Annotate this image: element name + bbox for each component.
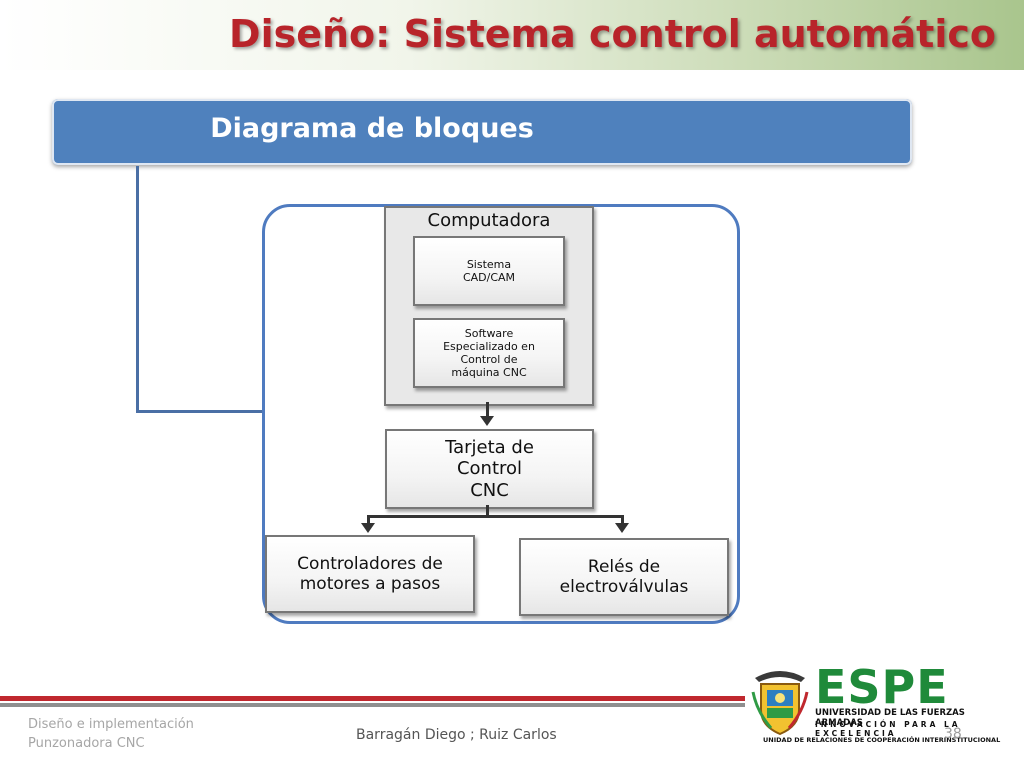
branch-left — [367, 515, 370, 525]
relays-block: Relés de electroválvulas — [519, 538, 729, 616]
footer-course: Diseño e implementación Punzonadora CNC — [28, 716, 194, 754]
coat-of-arms-icon — [751, 671, 809, 736]
logo-line1: UNIVERSIDAD DE LAS FUERZAS ARMADAS — [815, 708, 965, 728]
footer-course-line2: Punzonadora CNC — [28, 735, 145, 751]
branch-bar — [367, 515, 624, 518]
section-title: Diagrama de bloques — [210, 113, 534, 144]
computer-label: Computadora — [427, 210, 551, 231]
branch-stem — [486, 505, 489, 517]
header-band — [0, 0, 1024, 70]
software-block: Software Especializado en Control de máq… — [413, 318, 565, 388]
footer-authors: Barragán Diego ; Ruiz Carlos — [356, 727, 557, 743]
logo-line3: UNIDAD DE RELACIONES DE COOPERACIÓN INTE… — [763, 736, 1001, 744]
footer-course-line1: Diseño e implementación — [28, 717, 194, 732]
section-header-bar: Diagrama de bloques — [52, 99, 912, 165]
arrow-head-icon — [615, 523, 629, 533]
cad-cam-block: Sistema CAD/CAM — [413, 236, 565, 306]
footer-red-line — [0, 696, 745, 701]
logo-wordmark: ESPE — [815, 660, 949, 714]
footer-gray-line — [0, 703, 745, 707]
arrow-head-icon — [480, 416, 494, 426]
control-card-block: Tarjeta de Control CNC — [385, 429, 594, 509]
slide-title: Diseño: Sistema control automático — [229, 12, 996, 56]
espe-logo: ESPE UNIVERSIDAD DE LAS FUERZAS ARMADAS … — [745, 660, 1015, 750]
arrow-head-icon — [361, 523, 375, 533]
branch-right — [621, 515, 624, 525]
arrow-computer-to-card — [486, 402, 489, 418]
page-number: 38 — [944, 726, 962, 742]
connector-line — [136, 166, 267, 413]
motor-drivers-block: Controladores de motores a pasos — [265, 535, 475, 613]
logo-line2: INNOVACIÓN PARA LA EXCELENCIA — [815, 720, 961, 738]
